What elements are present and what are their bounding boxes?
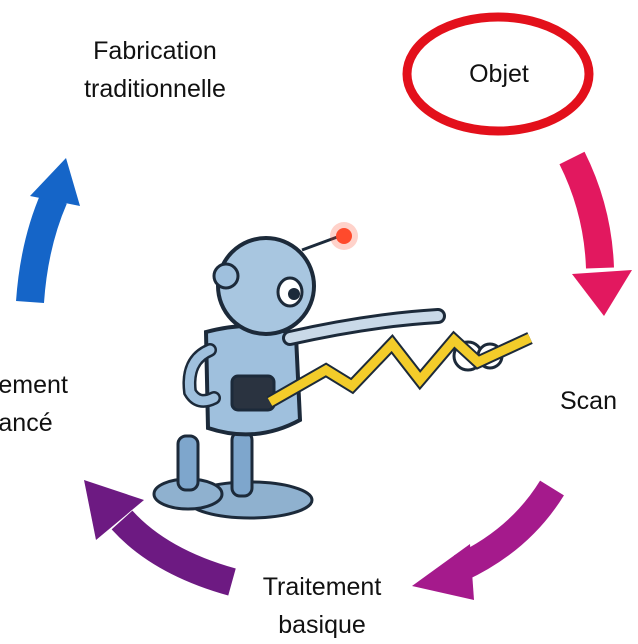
node-scan: Scan: [560, 382, 638, 420]
node-fabrication-line2: traditionnelle: [40, 70, 270, 108]
node-objet: Objet: [424, 55, 574, 93]
arrow-objet-to-scan: [572, 158, 632, 316]
node-avance-line1: aitement: [0, 366, 132, 404]
node-avance-line2: avancé: [0, 404, 132, 442]
node-scan-label: Scan: [560, 382, 638, 420]
node-basique-line2: basique: [222, 606, 422, 644]
node-fabrication-line1: Fabrication: [40, 32, 270, 70]
robot-measuring-with-tape-icon: [154, 222, 530, 518]
node-traitement-basique: Traitement basique: [222, 568, 422, 644]
arrow-scan-to-basique: [412, 488, 552, 600]
node-basique-line1: Traitement: [222, 568, 422, 606]
node-objet-label: Objet: [424, 55, 574, 93]
arrow-avance-to-fabrication: [30, 158, 80, 302]
node-traitement-avance: aitement avancé: [0, 366, 132, 442]
node-fabrication-traditionnelle: Fabrication traditionnelle: [40, 32, 270, 108]
